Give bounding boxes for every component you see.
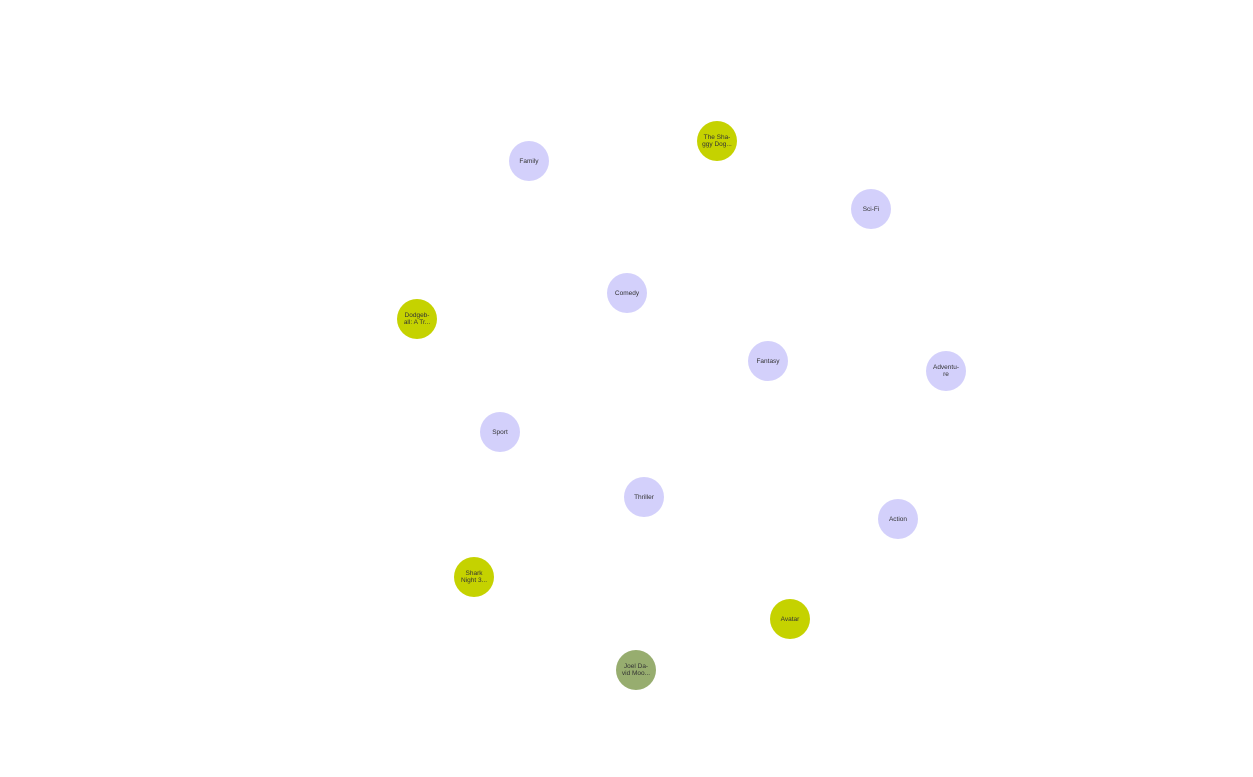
node-sci-fi[interactable]: Sci-Fi — [851, 189, 891, 229]
node-label: Sci-Fi — [862, 205, 880, 213]
node-label: The Sha- ggy Dog... — [702, 134, 732, 148]
node-label: Avatar — [780, 615, 800, 623]
node-label: Dodgeb- all: A Tr... — [403, 312, 431, 326]
node-joel-david-moore[interactable]: Joel Da- vid Moo... — [616, 650, 656, 690]
node-label: Joel Da- vid Moo... — [621, 663, 651, 677]
node-label: Shark Night 3... — [460, 570, 487, 584]
node-label: Family — [519, 157, 539, 165]
node-action[interactable]: Action — [878, 499, 918, 539]
node-label: Comedy — [614, 289, 640, 297]
node-thriller[interactable]: Thriller — [624, 477, 664, 517]
node-comedy[interactable]: Comedy — [607, 273, 647, 313]
node-dodgeball[interactable]: Dodgeb- all: A Tr... — [397, 299, 437, 339]
node-family[interactable]: Family — [509, 141, 549, 181]
node-label: Thriller — [634, 493, 654, 501]
node-sport[interactable]: Sport — [480, 412, 520, 452]
node-avatar[interactable]: Avatar — [770, 599, 810, 639]
node-label: Sport — [492, 428, 508, 436]
node-label: Fantasy — [756, 357, 780, 365]
node-label: Action — [888, 515, 908, 523]
node-the-shaggy-dog[interactable]: The Sha- ggy Dog... — [697, 121, 737, 161]
node-adventure[interactable]: Adventu- re — [926, 351, 966, 391]
node-label: Adventu- re — [932, 364, 960, 378]
node-shark-night-3d[interactable]: Shark Night 3... — [454, 557, 494, 597]
node-fantasy[interactable]: Fantasy — [748, 341, 788, 381]
